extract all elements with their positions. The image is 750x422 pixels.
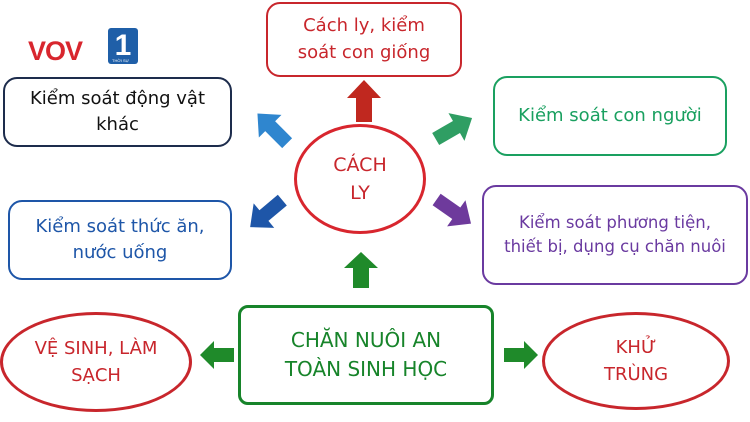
arrow-to-quarantine-stock: [347, 80, 381, 122]
node-other-animals-line1: Kiểm soát động vật: [29, 87, 206, 109]
logo-badge: 1: [108, 28, 138, 64]
node-people: Kiểm soát con người: [493, 76, 727, 156]
node-cleaning-line2: SẠCH: [71, 365, 121, 386]
node-vehicles: Kiểm soát phương tiện, thiết bị, dụng cụ…: [482, 185, 748, 285]
arrow-to-feed-water: [250, 194, 287, 228]
node-biosecurity-line2: TOÀN SINH HỌC: [284, 357, 448, 381]
node-disinfection-line2: TRÙNG: [603, 364, 669, 385]
node-biosecurity: CHĂN NUÔI AN TOÀN SINH HỌC: [238, 305, 494, 405]
arrow-to-people: [432, 113, 473, 146]
node-disinfection: KHỬ TRÙNG: [542, 312, 730, 410]
node-quarantine-stock: Cách ly, kiểm soát con giống: [266, 2, 462, 77]
logo-text: VOV: [28, 36, 83, 66]
center-line2: LY: [350, 182, 370, 204]
node-quarantine-stock-line2: soát con giống: [297, 41, 431, 63]
arrow-to-disinfection: [504, 341, 538, 369]
node-other-animals-line2: khác: [96, 114, 139, 135]
node-cleaning: VỆ SINH, LÀM SẠCH: [0, 312, 192, 412]
node-feed-water-line1: Kiểm soát thức ăn,: [35, 215, 205, 237]
node-quarantine-stock-line1: Cách ly, kiểm: [303, 15, 425, 37]
node-biosecurity-line1: CHĂN NUÔI AN: [290, 328, 442, 352]
arrow-to-cleaning: [200, 341, 234, 369]
node-feed-water-line2: nước uống: [72, 242, 168, 263]
node-quarantine-center: CÁCH LY: [294, 124, 426, 234]
node-cleaning-line1: VỆ SINH, LÀM: [34, 338, 158, 359]
node-feed-water: Kiểm soát thức ăn, nước uống: [8, 200, 232, 280]
vov1-logo: VOV 1 THỜI SỰ: [28, 28, 140, 68]
center-line1: CÁCH: [333, 153, 387, 176]
node-vehicles-line2: thiết bị, dụng cụ chăn nuôi: [504, 237, 726, 256]
logo-subtitle: THỜI SỰ: [112, 58, 130, 63]
arrow-to-quarantine-center: [344, 252, 378, 288]
node-disinfection-line1: KHỬ: [615, 337, 657, 358]
arrow-to-other-animals: [257, 113, 293, 149]
node-vehicles-line1: Kiểm soát phương tiện,: [519, 213, 711, 233]
node-people-line1: Kiểm soát con người: [518, 104, 702, 126]
node-other-animals: Kiểm soát động vật khác: [3, 77, 232, 147]
arrow-to-vehicles: [432, 193, 472, 227]
